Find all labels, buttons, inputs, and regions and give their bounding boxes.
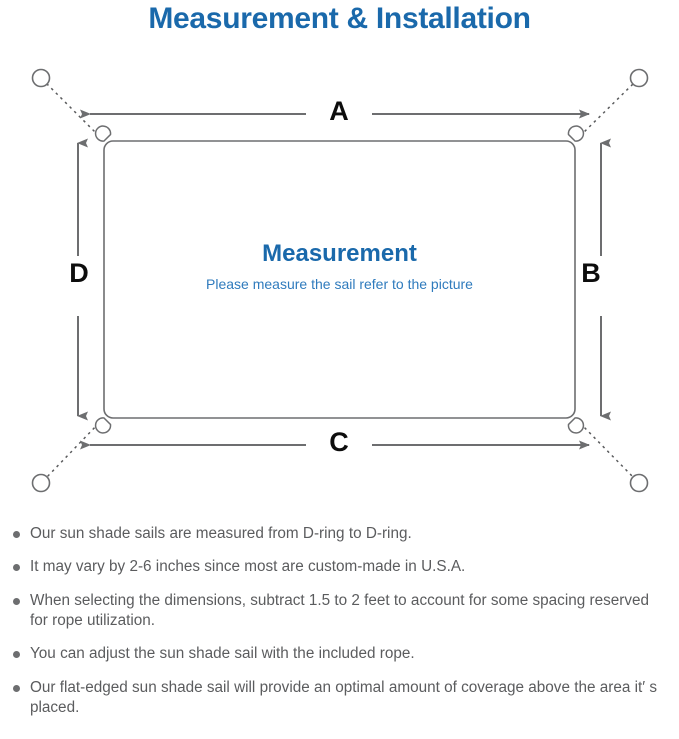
bullet-icon [13,597,20,605]
anchor-point-bottom-left [31,473,51,493]
d-ring-bottom-left [94,417,112,434]
d-ring-top-right [567,125,585,142]
list-item: Our sun shade sails are measured from D-… [0,524,679,544]
dimension-label-b: B [581,258,601,288]
diagram-center-subtext: Please measure the sail refer to the pic… [206,276,473,292]
dimension-label-d: D [69,258,89,288]
rope-line-top-left [45,82,100,137]
list-item: It may vary by 2-6 inches since most are… [0,557,679,577]
rope-line-bottom-left [45,422,100,479]
list-item-text: You can adjust the sun shade sail with t… [30,645,415,663]
bullet-icon [13,651,20,659]
sail-rectangle [103,140,576,419]
page-title: Measurement & Installation [148,2,531,35]
d-ring-bottom-right [567,417,585,434]
list-item-text: When selecting the dimensions, subtract … [30,591,650,630]
bullet-icon [13,531,20,538]
diagram-svg [31,68,649,493]
dimension-label-a: A [329,96,349,126]
anchor-point-top-right [629,68,649,88]
list-item: Our flat-edged sun shade sail will provi… [0,678,679,719]
rope-line-bottom-right [579,422,635,479]
dimension-label-c: C [329,427,349,457]
list-item-text: Our flat-edged sun shade sail will provi… [30,678,658,717]
list-item-text: It may vary by 2-6 inches since most are… [30,558,466,576]
bullet-icon [13,564,20,572]
d-ring-top-left [94,125,112,142]
anchor-point-top-left [31,68,51,88]
bullet-icon [13,684,20,692]
diagram-center-heading: Measurement [262,240,417,267]
measurement-diagram: A B C D Measurement Please measure the s… [0,48,679,518]
notes-list: Our sun shade sails are measured from D-… [0,524,679,731]
list-item-text: Our sun shade sails are measured from D-… [30,525,412,542]
list-item: When selecting the dimensions, subtract … [0,591,679,632]
rope-line-top-right [579,82,635,137]
list-item: You can adjust the sun shade sail with t… [0,644,679,664]
anchor-point-bottom-right [629,473,649,493]
